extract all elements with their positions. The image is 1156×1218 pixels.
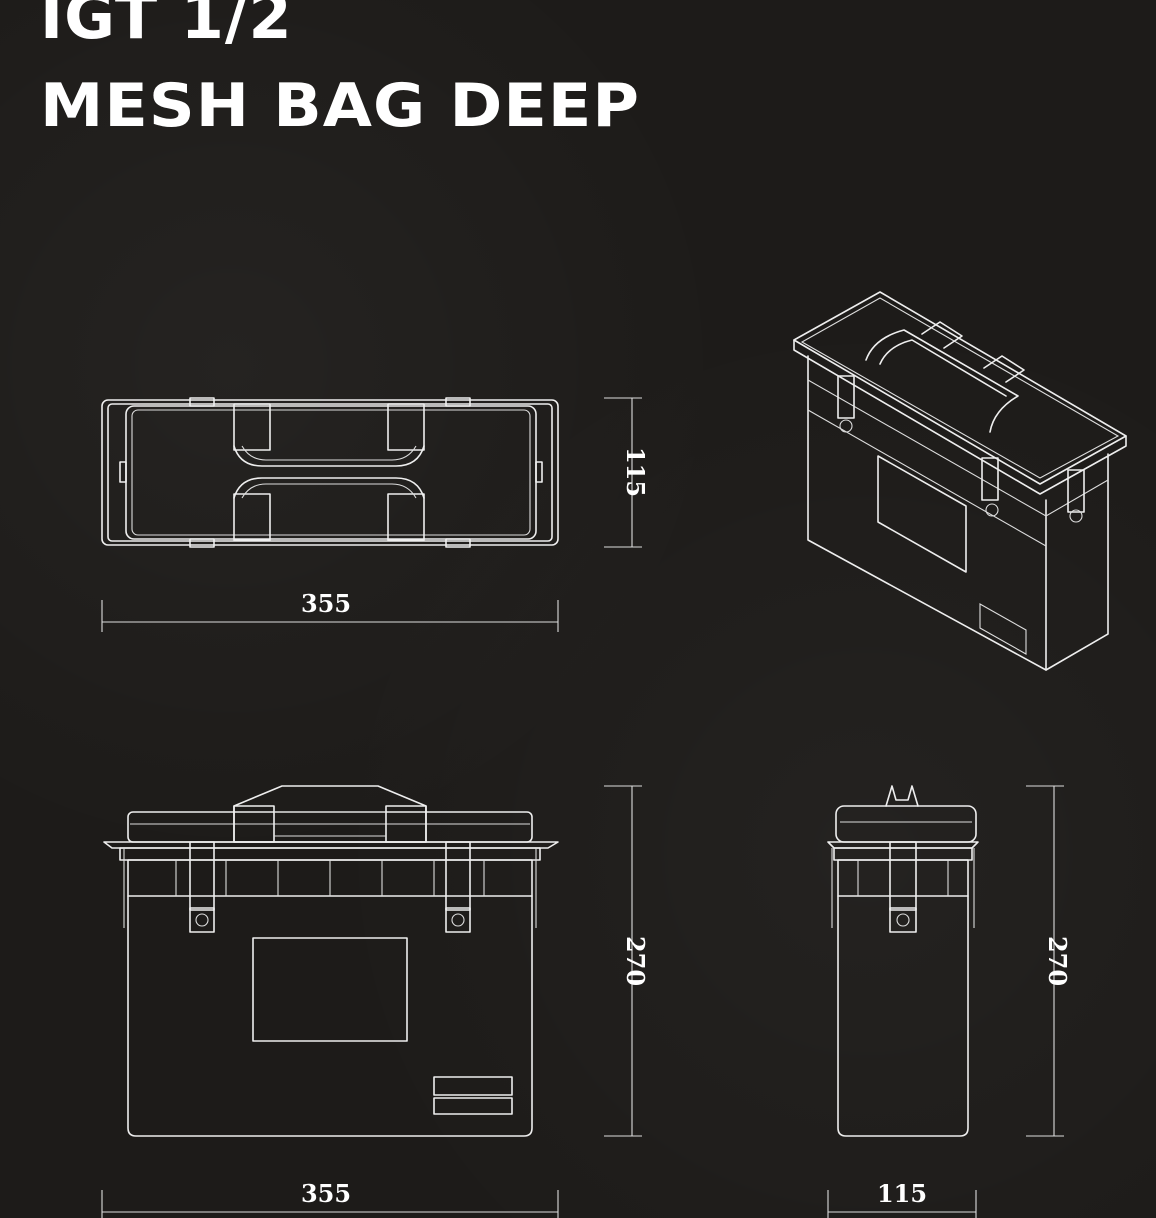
front-view-height-label: 270 [621, 936, 650, 986]
top-view-depth-dimension-line [604, 397, 642, 548]
front-view-drawing [103, 785, 559, 1137]
side-view-height-label: 270 [1043, 936, 1072, 986]
front-view-width-dimension-line [101, 1190, 559, 1218]
top-view-drawing [101, 397, 559, 548]
isometric-view-drawing [793, 291, 1127, 671]
top-view-depth-label: 115 [621, 447, 650, 497]
top-view-width-label: 355 [301, 589, 351, 618]
side-view-height-dimension-line [1026, 785, 1064, 1137]
top-view-width-dimension-line [101, 600, 559, 632]
front-view-height-dimension-line [604, 785, 642, 1137]
side-view-depth-label: 115 [877, 1179, 927, 1208]
product-title-line-1: IGT 1/2 [40, 0, 293, 53]
side-view-depth-dimension-line [827, 1190, 977, 1218]
side-view-drawing [827, 785, 979, 1137]
product-title-line-2: MESH BAG DEEP [40, 71, 641, 141]
front-view-width-label: 355 [301, 1179, 351, 1208]
